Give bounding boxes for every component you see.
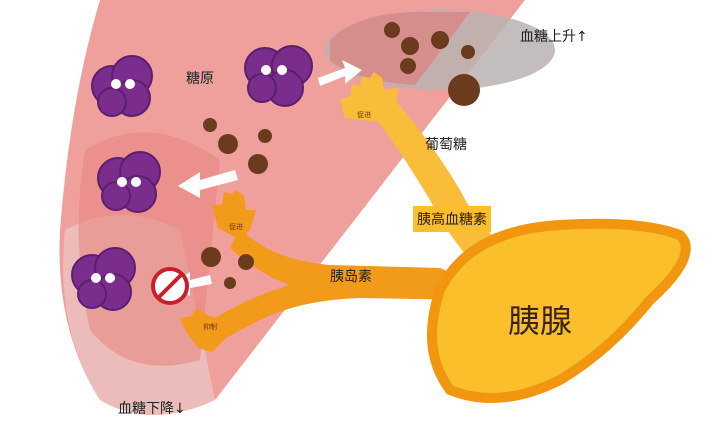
glucagon-hand: [340, 72, 398, 122]
arrow-to-glucose: [318, 60, 362, 86]
prohibition-icon: [151, 267, 189, 305]
inhibit-insulin-label: 抑制: [203, 323, 217, 331]
cloud-eyes: [91, 65, 287, 283]
blood-ellipse-pink-overlap: [330, 11, 470, 85]
insulin-arm: [205, 228, 470, 345]
insulin-label: 胰岛素: [330, 269, 372, 285]
glucose-label: 葡萄糖: [425, 137, 467, 153]
promote-glucagon-label: 促进: [357, 111, 371, 119]
insulin-hand-upper: [212, 190, 256, 240]
pancreas-label: 胰腺: [508, 302, 573, 340]
glucose-molecules: [201, 22, 480, 289]
insulin-hand-lower: [180, 308, 228, 352]
glycogen-label: 糖原: [186, 71, 214, 87]
promote-insulin-label: 促进: [229, 223, 243, 231]
glycogen-cloud: [71, 247, 136, 311]
blood-sugar-down-label: 血糖下降↓: [118, 401, 186, 417]
pancreas: [427, 218, 691, 403]
glycogen-cloud: [97, 151, 161, 213]
blood-sugar-up-label: 血糖上升↑: [520, 29, 588, 45]
arrow-to-glycogen: [178, 170, 238, 198]
glucagon-label: 胰高血糖素: [413, 206, 491, 232]
